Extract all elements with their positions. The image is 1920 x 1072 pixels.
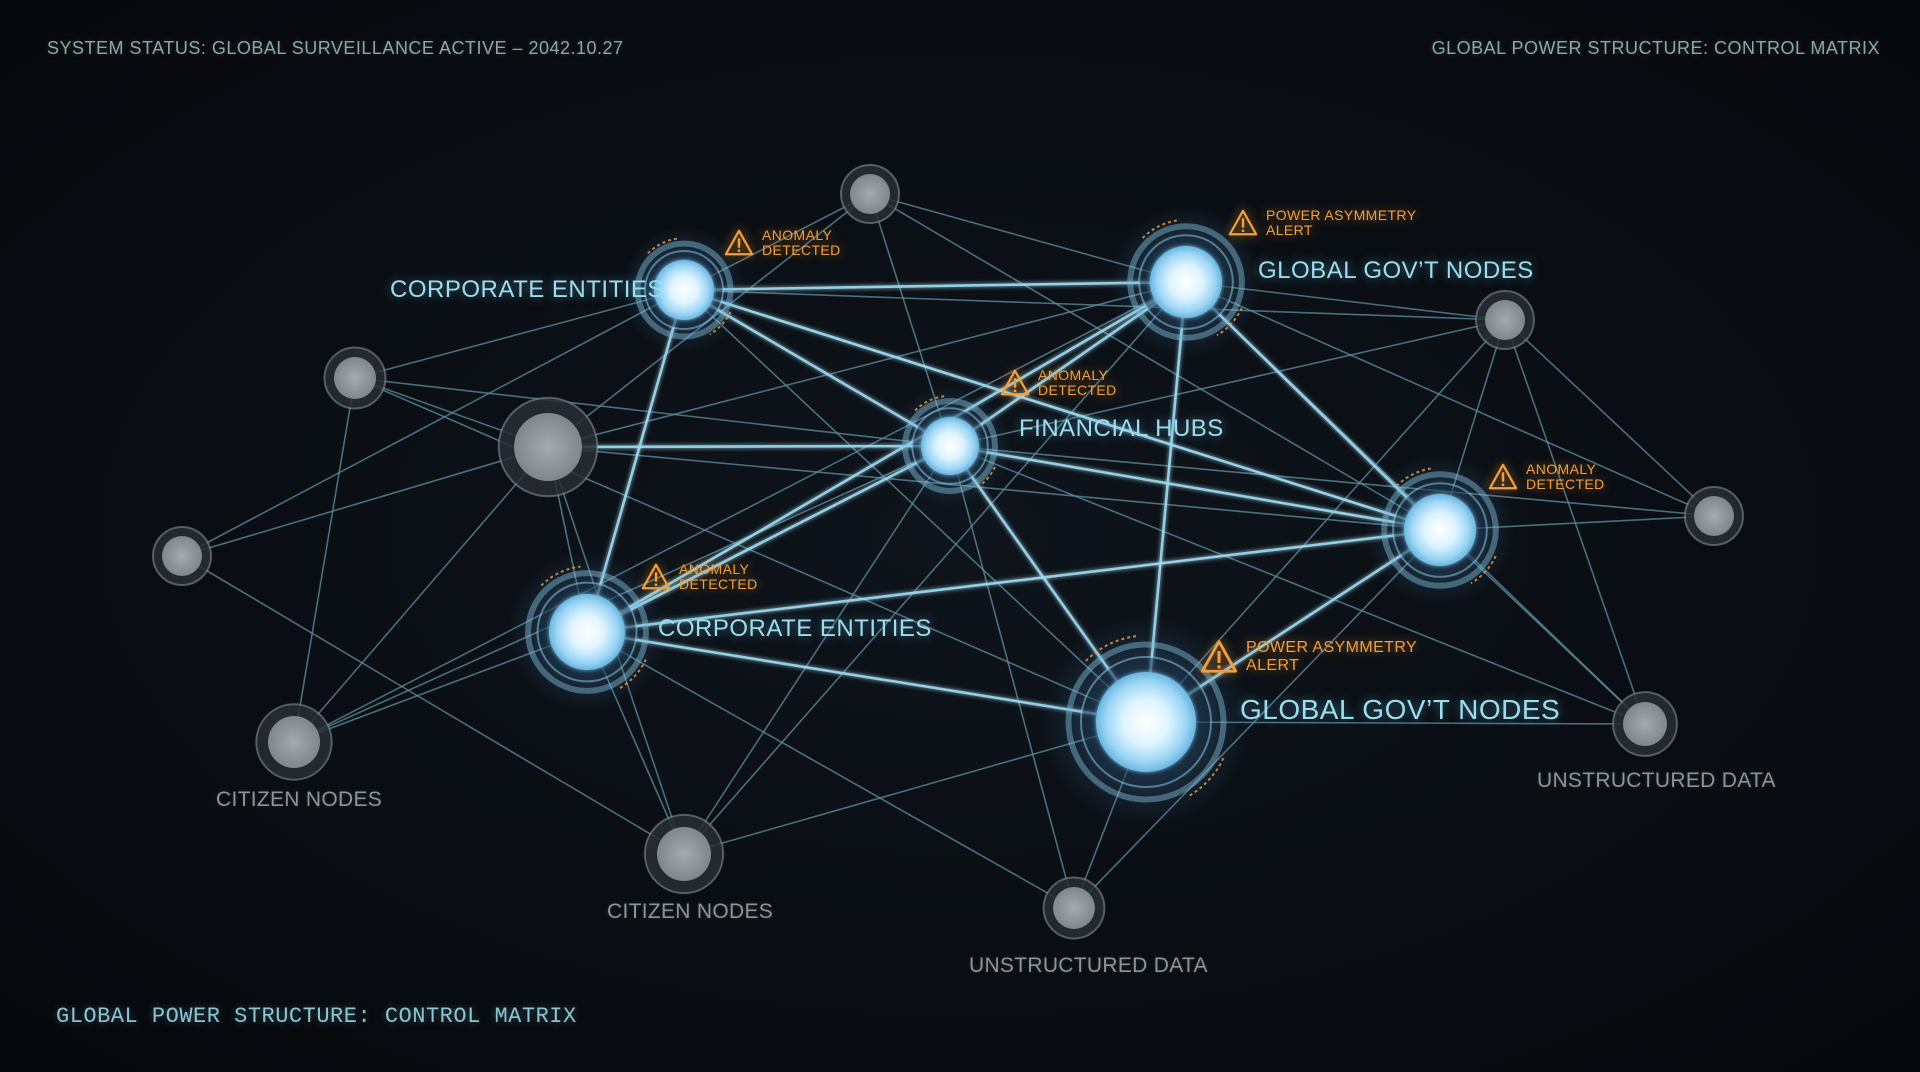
link-line (181, 446, 549, 557)
link-line-strong (547, 444, 951, 449)
link-line (949, 445, 1646, 725)
minor-node[interactable] (255, 703, 333, 781)
link-line (949, 319, 1506, 447)
link-line (1504, 319, 1715, 517)
link-line-strong (586, 280, 1187, 634)
node-label: UNSTRUCTURED DATA (969, 954, 1208, 977)
hub-node[interactable] (889, 385, 1011, 507)
matrix-title-top: GLOBAL POWER STRUCTURE: CONTROL MATRIX (1431, 38, 1880, 58)
link-line (293, 446, 549, 743)
warning-triangle-icon (1228, 209, 1258, 236)
minor-node[interactable] (643, 813, 725, 895)
link-line (683, 289, 1147, 723)
link-line (1185, 281, 1715, 517)
link-line-strong (949, 444, 1441, 532)
warning-triangle-icon (1488, 463, 1518, 490)
link-line (354, 377, 951, 447)
node-label: CITIZEN NODES (607, 900, 774, 923)
node-label: FINANCIAL HUBS (1019, 415, 1224, 442)
link-line (949, 445, 1075, 909)
minor-node[interactable] (1612, 691, 1678, 757)
link-line (949, 445, 1715, 517)
link-line (547, 446, 1441, 531)
minor-node[interactable] (840, 164, 900, 224)
matrix-title-bottom: GLOBAL POWER STRUCTURE: CONTROL MATRIX (56, 1004, 577, 1029)
node-label: UNSTRUCTURED DATA (1537, 769, 1776, 792)
link-line-strong (683, 280, 1187, 292)
link-line (1073, 529, 1441, 909)
link-line (683, 289, 1506, 321)
minor-node[interactable] (1684, 486, 1744, 546)
node-label: GLOBAL GOV’T NODES (1258, 257, 1534, 284)
system-status-text: SYSTEM STATUS: GLOBAL SURVEILLANCE ACTIV… (47, 38, 624, 58)
minor-node[interactable] (1042, 876, 1106, 940)
link-line (1504, 319, 1646, 725)
link-line (869, 193, 1441, 531)
link-line (181, 289, 685, 557)
link-line (547, 281, 1187, 448)
link-line (293, 281, 1187, 743)
node-label: CORPORATE ENTITIES (390, 276, 664, 303)
warning-triangle-icon (641, 563, 671, 590)
minor-node[interactable] (152, 526, 212, 586)
node-label: CORPORATE ENTITIES (658, 615, 932, 642)
link-line (683, 445, 951, 855)
hub-node[interactable] (1041, 617, 1251, 827)
hub-node[interactable] (1364, 454, 1516, 606)
warning-triangle-icon (1200, 640, 1238, 673)
hub-node[interactable] (1110, 206, 1262, 358)
link-line (181, 555, 685, 855)
link-line-strong (586, 528, 1441, 634)
link-line (683, 281, 1187, 855)
link-line-strong (683, 288, 1441, 532)
warning-triangle-icon (724, 229, 754, 256)
link-line (354, 377, 1147, 723)
nodes-layer (152, 164, 1744, 940)
minor-node[interactable] (1475, 290, 1535, 350)
minor-node[interactable] (497, 396, 599, 498)
node-label: GLOBAL GOV’T NODES (1240, 694, 1561, 725)
warning-triangle-icon (1000, 369, 1030, 396)
hub-node[interactable] (507, 552, 667, 712)
link-line (293, 377, 356, 743)
link-line (586, 631, 1075, 909)
node-label: CITIZEN NODES (216, 788, 383, 811)
hub-node[interactable] (621, 227, 747, 353)
minor-node[interactable] (323, 346, 387, 410)
